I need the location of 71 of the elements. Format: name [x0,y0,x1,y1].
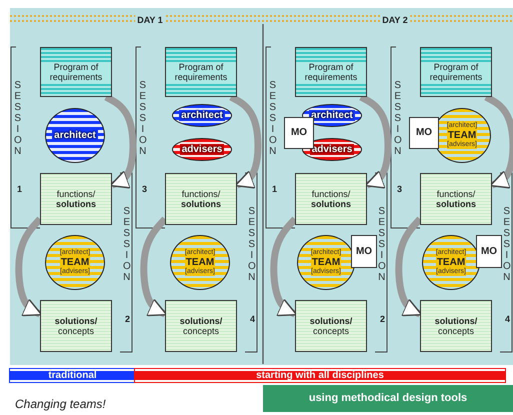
node-label: solutions/ concepts [178,316,224,336]
session-label: SESSION [14,80,22,157]
caption: Changing teams! [15,397,106,411]
session-number: 3 [397,184,402,194]
node-label: functions/ solutions [180,188,222,210]
requirements-box [165,47,237,97]
node-label: MO [480,246,498,258]
banner [10,369,135,382]
banner [263,385,513,412]
session-label: SESSION [248,206,256,283]
session-number: 4 [250,314,256,324]
process-box [420,173,492,225]
process-box [165,300,237,352]
session-number: 4 [505,314,510,324]
node-label: MO [416,127,432,139]
session-label: SESSION [394,80,402,157]
process-box [40,173,112,225]
process-box [295,300,367,352]
node-label: TEAM [184,256,216,268]
node-label: Program of requirements [41,62,111,82]
node-label: TEAM [310,256,342,268]
moderator-box [284,117,314,149]
node-label: architect [179,110,225,122]
day-heading: DAY 2 [380,15,410,25]
banner [135,369,505,382]
process-box [40,300,112,352]
node-label: using methodical design tools [308,392,468,405]
node-label: functions/ solutions [55,188,97,210]
session-label: SESSION [503,206,510,283]
requirements-box [420,47,492,97]
node-label: advisers [310,144,354,156]
curved-arrow [104,94,136,189]
node-label: Program of requirements [296,62,366,82]
node-label: traditional [48,370,97,382]
node-label: solutions/ concepts [54,316,98,336]
session-number: 2 [380,314,386,324]
node-label: functions/ solutions [310,188,352,210]
day-heading: DAY 1 [135,15,165,25]
curved-arrow [229,94,262,189]
session-number: 1 [272,184,278,194]
requirements-box [40,47,112,97]
moderator-box [476,235,502,268]
session-label: SESSION [123,206,130,283]
node-label: TEAM [60,256,90,268]
node-label: advisers [180,144,224,156]
process-box [165,173,237,225]
session-label: SESSION [269,80,276,157]
session-number: 1 [17,184,22,194]
node-label: Program of requirements [166,62,236,82]
process-box [295,173,367,225]
node-label: architect [309,110,355,122]
requirements-box [295,47,367,97]
node-label: MO [290,127,308,139]
node-label: TEAM [436,256,466,268]
node-label: architect [52,130,98,142]
session-number: 3 [142,184,148,194]
session-number: 2 [125,314,130,324]
node-label: solutions/ concepts [434,316,478,336]
node-label: solutions/ concepts [308,316,354,336]
process-box [420,300,492,352]
curved-arrow [484,94,513,189]
node-label: functions/ solutions [435,188,477,210]
node-label: starting with all disciplines [256,370,384,382]
moderator-box [351,235,377,268]
session-label: SESSION [378,206,386,283]
node-label: TEAM [446,130,478,142]
node-label: Program of requirements [421,62,491,82]
session-label: SESSION [139,80,146,157]
moderator-box [409,117,439,149]
node-label: MO [356,246,372,258]
curved-arrow [359,94,392,189]
